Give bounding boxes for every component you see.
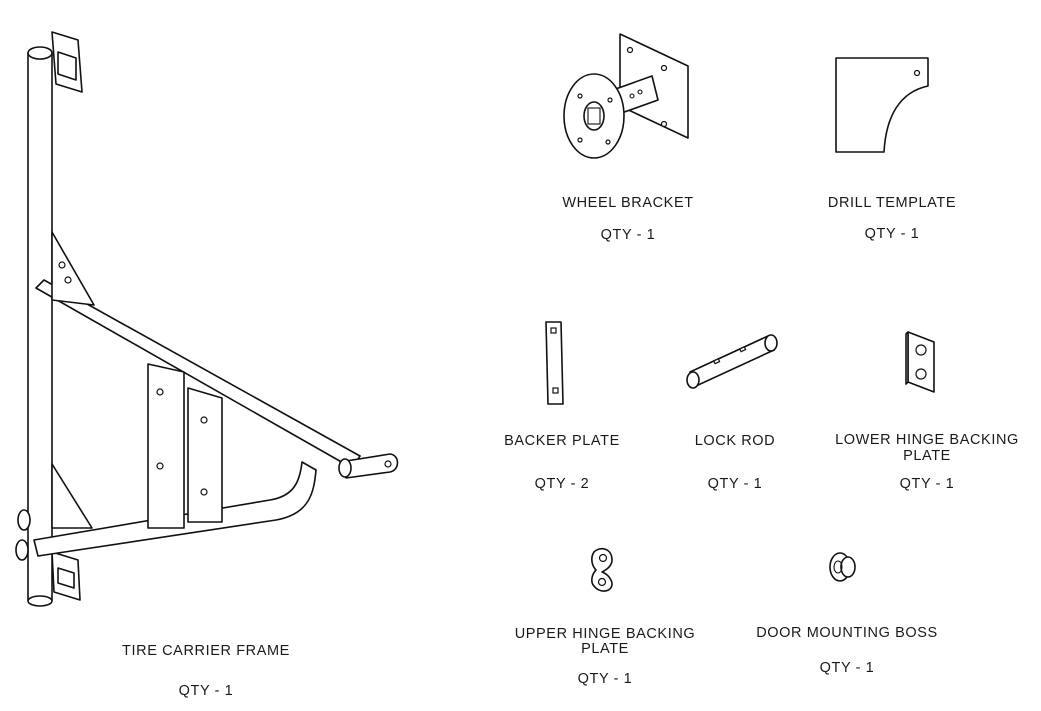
lower-hinge-backing-plate-drawing <box>905 331 935 393</box>
lower-hinge-backing-plate-label-line1: LOWER HINGE BACKING <box>835 432 1019 448</box>
wheel-bracket-drawing <box>563 33 689 159</box>
backer-plate-label: BACKER PLATE <box>504 433 620 449</box>
backer-plate-qty: QTY - 2 <box>534 476 590 492</box>
wheel-bracket-label: WHEEL BRACKET <box>562 195 694 211</box>
drill-template-qty: QTY - 1 <box>864 226 920 242</box>
upper-hinge-backing-plate-drawing <box>591 547 613 592</box>
wheel-bracket-qty: QTY - 1 <box>600 227 656 243</box>
lock-rod-label: LOCK ROD <box>694 433 776 449</box>
door-mounting-boss-label: DOOR MOUNTING BOSS <box>756 625 938 641</box>
upper-hinge-backing-plate-label-line1: UPPER HINGE BACKING <box>514 626 696 642</box>
drill-template-drawing <box>835 57 929 153</box>
lock-rod-qty: QTY - 1 <box>707 476 763 492</box>
lower-hinge-backing-plate-label-line2: PLATE <box>903 448 951 464</box>
upper-hinge-backing-plate-qty: QTY - 1 <box>577 671 633 687</box>
door-mounting-boss-drawing <box>829 552 856 582</box>
lower-hinge-backing-plate-qty: QTY - 1 <box>899 476 955 492</box>
backer-plate-drawing <box>545 321 564 405</box>
lock-rod-drawing <box>686 334 778 389</box>
tire-carrier-frame-drawing <box>15 31 399 607</box>
tire-carrier-frame-label: TIRE CARRIER FRAME <box>122 643 290 659</box>
door-mounting-boss-qty: QTY - 1 <box>819 660 875 676</box>
upper-hinge-backing-plate-label-line2: PLATE <box>581 641 629 657</box>
drill-template-label: DRILL TEMPLATE <box>827 195 957 211</box>
tire-carrier-frame-qty: QTY - 1 <box>178 683 234 699</box>
